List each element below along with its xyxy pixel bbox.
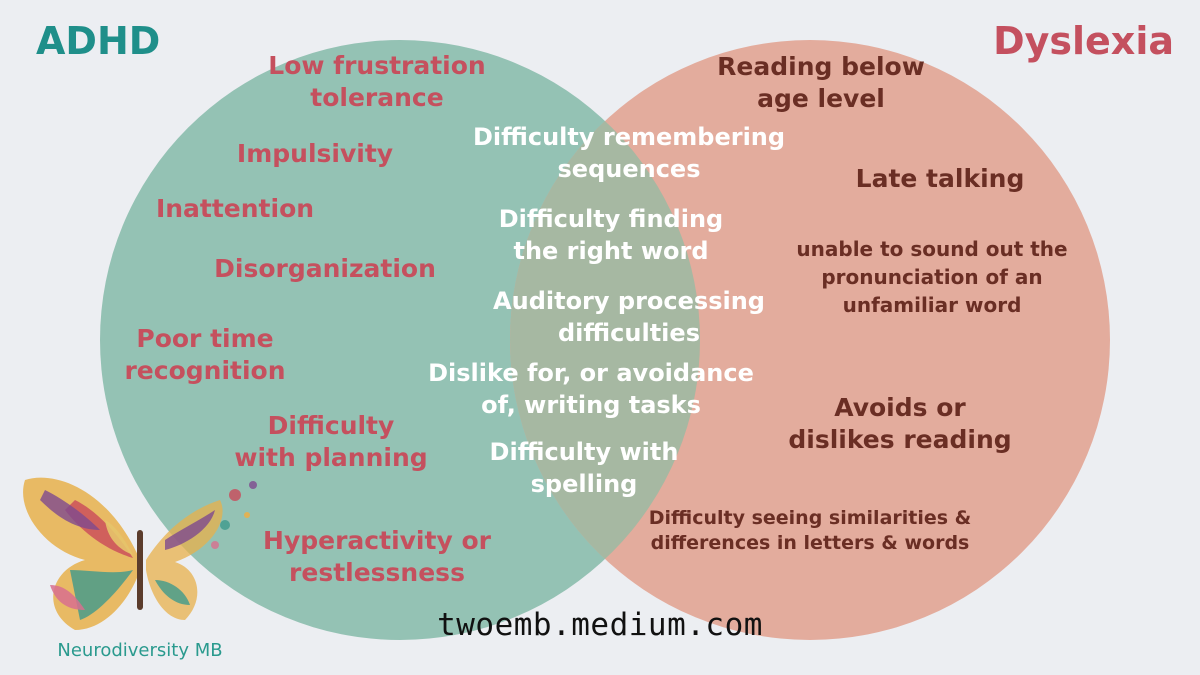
adhd-set-label: ADHD (36, 19, 161, 63)
butterfly-icon (23, 477, 257, 630)
adhd-item: Disorganization (214, 254, 436, 283)
adhd-item: Inattention (155, 194, 315, 223)
adhd-circle (100, 40, 700, 640)
dyslexia-item: Difficulty seeing similarities &differen… (648, 507, 972, 554)
logo-text: Neurodiversity MB (57, 640, 223, 661)
dyslexia-item: Late talking (855, 164, 1025, 193)
dyslexia-circle (510, 40, 1110, 640)
adhd-item: Impulsivity (236, 139, 394, 168)
dyslexia-set-label: Dyslexia (993, 19, 1174, 63)
source-url: twoemb.medium.com (437, 607, 763, 643)
